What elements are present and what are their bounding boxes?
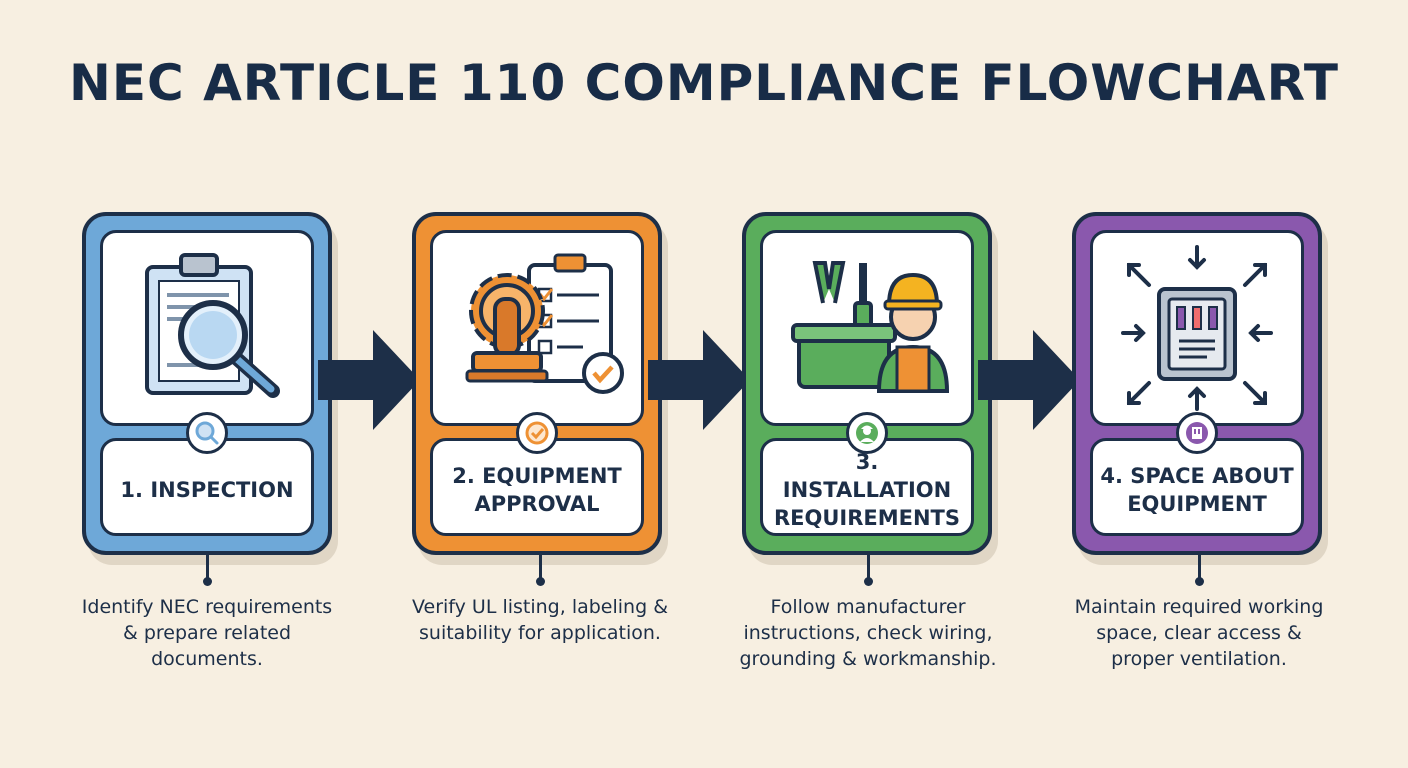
step-label: 4. SPACE ABOUT EQUIPMENT <box>1100 464 1294 516</box>
step-description: Follow manufacturer instructions, check … <box>739 596 997 670</box>
step-description: Identify NEC requirements & prepare rela… <box>81 596 333 670</box>
arrow-right-icon <box>648 330 750 430</box>
step-label-panel: 2. EQUIPMENT APPROVAL <box>430 438 644 536</box>
step-icon-panel <box>100 230 314 426</box>
arrow-right-icon <box>978 330 1080 430</box>
step-equipment-approval: 2. EQUIPMENT APPROVAL <box>412 212 662 555</box>
step-icon-panel <box>1090 230 1304 426</box>
gear-stamp-checklist-icon <box>465 253 624 394</box>
worker-toolbox-icon <box>791 261 950 393</box>
panel-icon <box>1176 412 1218 454</box>
step-icon-panel <box>430 230 644 426</box>
step-space-about-equipment: 4. SPACE ABOUT EQUIPMENT <box>1072 212 1322 555</box>
magnifier-icon <box>186 412 228 454</box>
connector-line <box>1195 555 1204 586</box>
arrow-right-icon <box>318 330 420 430</box>
step-label-panel: 1. INSPECTION <box>100 438 314 536</box>
step-description: Verify UL listing, labeling & suitabilit… <box>411 596 669 644</box>
check-circle-icon <box>516 412 558 454</box>
connector-line <box>203 555 212 586</box>
connector-line <box>864 555 873 586</box>
step-label: 1. INSPECTION <box>120 478 294 502</box>
step-inspection: 1. INSPECTION <box>82 212 332 555</box>
step-label-panel: 4. SPACE ABOUT EQUIPMENT <box>1090 438 1304 536</box>
step-installation-requirements: 3. INSTALLATION REQUIREMENTS <box>742 212 992 555</box>
step-label: 2. EQUIPMENT APPROVAL <box>452 464 622 516</box>
step-icon-panel <box>760 230 974 426</box>
clipboard-magnifier-icon <box>145 253 280 398</box>
step-label: 3. INSTALLATION REQUIREMENTS <box>773 450 961 530</box>
connector-line <box>536 555 545 586</box>
worker-icon <box>846 412 888 454</box>
panel-clearance-icon <box>1121 245 1273 411</box>
page-title: NEC ARTICLE 110 COMPLIANCE FLOWCHART <box>68 54 1339 112</box>
step-description: Maintain required working space, clear a… <box>1074 596 1324 670</box>
